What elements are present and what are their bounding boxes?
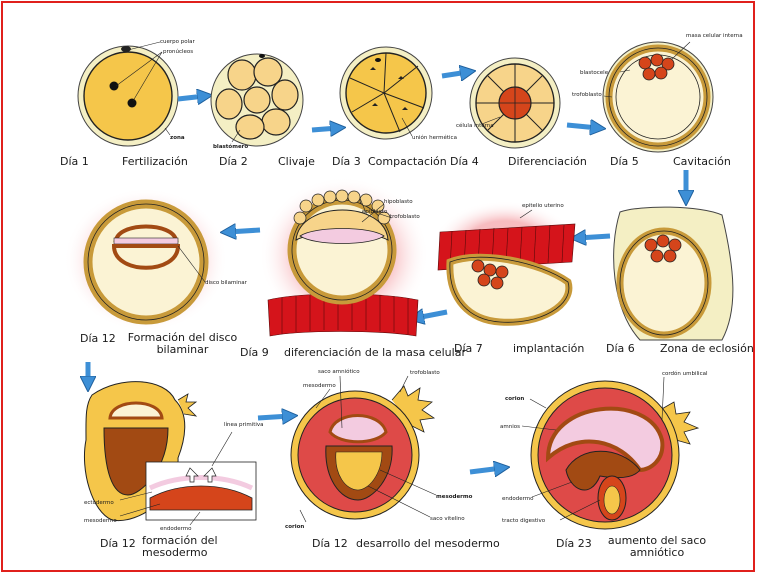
- stage-day5-cavitation: masa celular interna blastocele trofobla…: [572, 33, 743, 152]
- label-blastomere: blastómero: [213, 143, 248, 150]
- arrow-9-12a: [228, 230, 260, 232]
- label-tight-junction: unión hermética: [412, 134, 457, 141]
- stage-day1-zygote: cuerpo polar pronúcleos zona: [78, 39, 196, 146]
- label-chorion-12c: corion: [285, 524, 304, 530]
- label-amniotic-sac: saco amniótico: [318, 368, 360, 375]
- label-trophoblast-12c: trofoblasto: [410, 370, 440, 376]
- caption-3: Compactación: [368, 155, 447, 168]
- day-label-3: Día 3: [332, 155, 361, 168]
- arrow-1-2: [178, 96, 205, 99]
- caption-9: diferenciación de la masa celular: [284, 346, 466, 359]
- label-primitive-streak: línea primitiva: [224, 421, 264, 428]
- day-label-6: Día 6: [606, 342, 635, 355]
- caption-12a: Formación del disco bilaminar: [110, 332, 255, 356]
- stage-day9-cell-mass: epiblasto hipoblasto trofoblasto: [259, 177, 429, 336]
- caption-23: aumento del saco amniótico: [594, 535, 720, 559]
- label-mesoderm-12c: mesodermo: [303, 383, 336, 389]
- arrow-7-9: [416, 312, 447, 318]
- stage-day12-mesoderm-formation: línea primitiva ectodermo mesodermo endo…: [84, 382, 264, 532]
- label-uterine-epithelium: epitelio uterino: [522, 203, 564, 209]
- stage-day12-mesoderm-development: saco amniótico mesodermo trofoblasto cor…: [285, 368, 473, 530]
- label-trophoblast-9: trofoblasto: [390, 214, 420, 220]
- label-bilaminar-disc: disco bilaminar: [205, 280, 248, 286]
- label-polar-body: cuerpo polar: [160, 39, 196, 45]
- label-trophoblast-5: trofoblasto: [572, 92, 602, 98]
- label-mesoderm-b-12c: mesodermo: [436, 494, 473, 500]
- day-label-12c: Día 12: [312, 537, 348, 550]
- label-zona: zona: [170, 135, 185, 141]
- label-endoderm-23: endodermo: [502, 496, 534, 502]
- label-inner-cell-mass: masa celular interna: [686, 33, 743, 39]
- day-label-4: Día 4: [450, 155, 479, 168]
- label-endoderm-12b: endodermo: [160, 526, 192, 532]
- stage-day2-cleavage: blastómero: [211, 54, 303, 150]
- caption-12b: formación del mesodermo: [142, 535, 262, 559]
- label-blastocoele: blastocele: [580, 70, 609, 76]
- label-hypoblast: hipoblasto: [384, 199, 413, 205]
- stage-day7-implantation: epitelio uterino: [433, 201, 577, 322]
- label-chorion-23: corion: [505, 396, 524, 402]
- label-yolk-sac: saco vitelino: [430, 516, 465, 522]
- caption-2: Clivaje: [278, 155, 315, 168]
- caption-5: Cavitación: [673, 155, 731, 168]
- stage-day12-bilaminar: disco bilaminar: [64, 188, 248, 332]
- arrow-12b-12c: [258, 416, 290, 418]
- caption-1: Fertilización: [122, 155, 188, 168]
- label-umbilical-cord: cordón umbilical: [662, 370, 708, 377]
- day-label-5: Día 5: [610, 155, 639, 168]
- label-ectoderm: ectodermo: [84, 500, 114, 506]
- label-mesoderm-12b: mesodermo: [84, 518, 117, 524]
- caption-7: implantación: [513, 342, 584, 355]
- label-epiblast: epiblasto: [362, 209, 388, 215]
- stage-day6-hatching: [614, 207, 733, 340]
- arrow-2-3: [312, 128, 338, 130]
- day-label-12b: Día 12: [100, 537, 136, 550]
- arrow-12c-23: [470, 468, 502, 472]
- stage-day4-differentiation: célula interna: [456, 58, 560, 148]
- day-label-23: Día 23: [556, 537, 592, 550]
- label-digestive-tract: tracto digestivo: [502, 518, 546, 524]
- stage-day23-amniotic-sac: cordón umbilical corion amnios endodermo…: [500, 370, 708, 529]
- caption-6: Zona de eclosión: [660, 342, 754, 355]
- day-label-2: Día 2: [219, 155, 248, 168]
- label-inner-cell: célula interna: [456, 122, 494, 129]
- caption-12c: desarrollo del mesodermo: [356, 537, 500, 550]
- arrow-6-7: [578, 236, 610, 238]
- label-amnion: amnios: [500, 424, 520, 430]
- row1-captions: Día 1 Fertilización Día 2 Clivaje Día 3 …: [60, 155, 731, 168]
- row3-captions: Día 12 formación del mesodermo Día 12 de…: [100, 535, 720, 567]
- stage-day3-compaction: unión hermética: [340, 47, 457, 141]
- caption-4: Diferenciación: [508, 155, 587, 168]
- arrow-3-4: [442, 72, 468, 76]
- label-pronuclei: pronúcleos: [163, 48, 193, 55]
- day-label-1: Día 1: [60, 155, 89, 168]
- arrow-4-5: [567, 125, 598, 128]
